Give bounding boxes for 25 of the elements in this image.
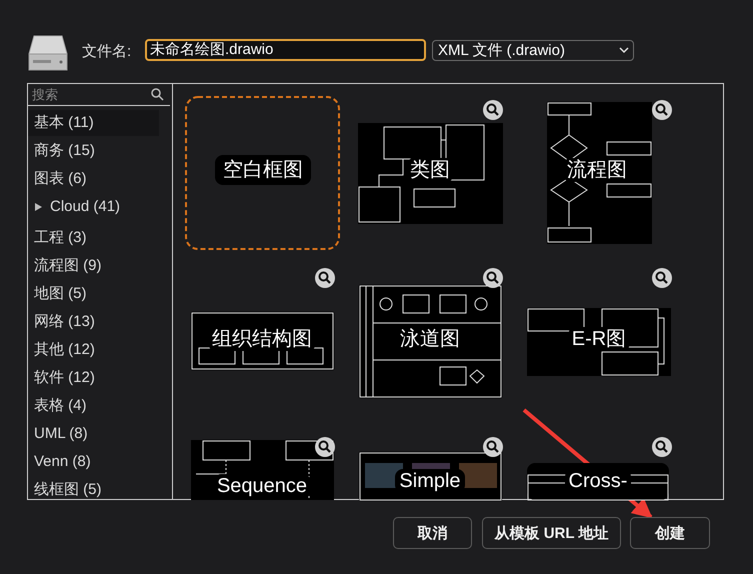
category-item: 表格 (4) [34,396,86,416]
category-item: 网络 (13) [34,312,95,332]
category-item: 图表 (6) [34,169,86,189]
cancel-button: 取消 [393,517,472,549]
template-url-button: 从模板 URL 地址 [482,517,621,549]
template-label: 组织结构图 [208,327,316,351]
file-type-dropdown: XML 文件 (.drawio) [432,40,634,61]
category-item: 流程图 (9) [34,256,102,276]
template-label: 类图 [406,158,454,182]
search-field: 搜索 [28,84,170,106]
selected-category-item: 基本 (11) [28,110,159,136]
category-item: UML (8) [34,424,88,444]
category-item: 地图 (5) [34,284,86,304]
template-label: 空白框图 [215,155,311,185]
filename-field: 未命名绘图.drawio [145,39,426,61]
create-button: 创建 [630,517,710,549]
category-item: 线框图 (5) [34,480,102,500]
template-label: Simple [395,469,465,493]
category-item: Cloud (41) [50,197,120,217]
field-label: 文件名: [82,42,132,61]
category-item: Venn (8) [34,452,91,472]
category-item: 工程 (3) [34,228,86,248]
category-item: 商务 (15) [34,141,95,161]
category-item: 其他 (12) [34,340,95,360]
category-item: 软件 (12) [34,368,95,388]
